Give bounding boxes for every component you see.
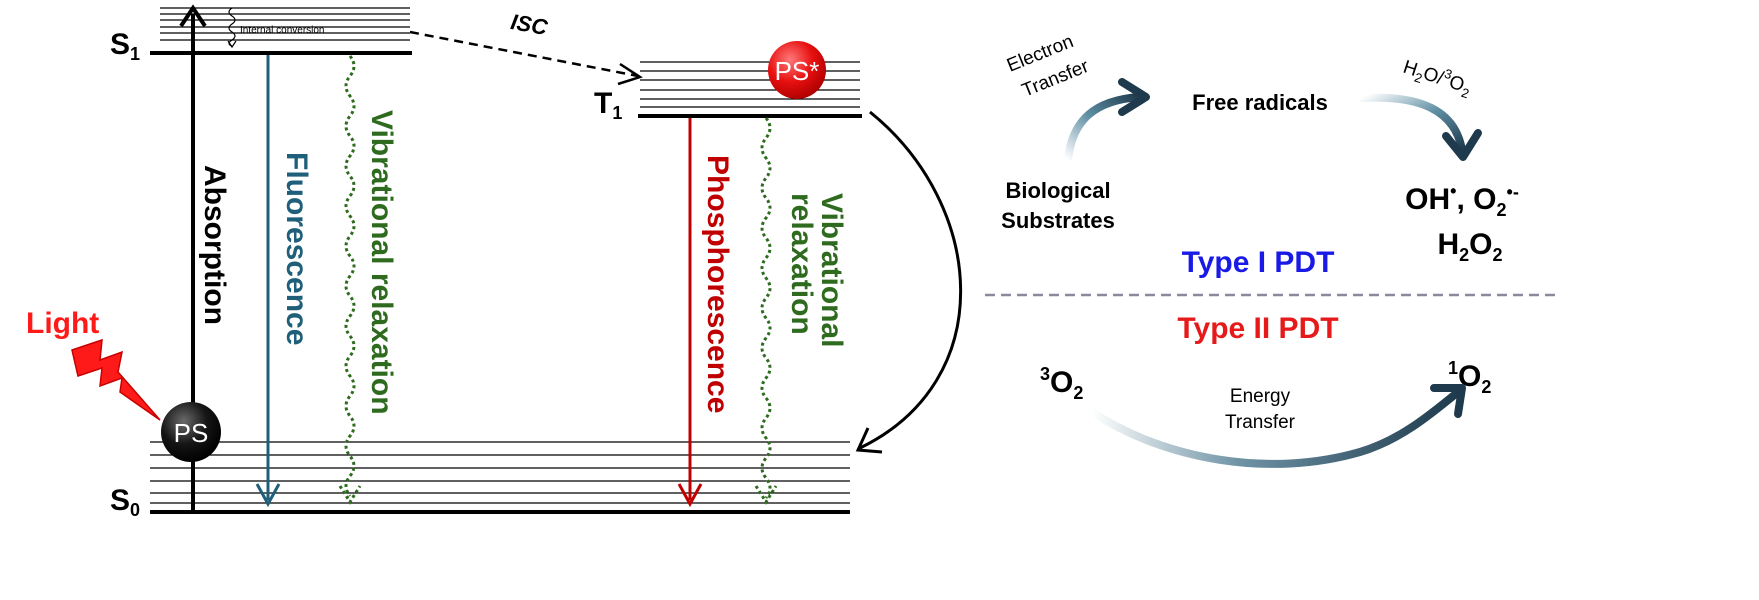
phosphorescence-arrowhead xyxy=(677,483,703,508)
internal-conversion-squiggle xyxy=(228,7,236,47)
s0-label: S0 xyxy=(110,484,140,520)
absorption-arrowhead xyxy=(179,4,207,28)
s0-levels xyxy=(150,441,850,504)
light-label: Light xyxy=(26,307,99,340)
vibrational-relaxation-t-wave xyxy=(760,117,772,499)
biological-substrates-line2: Substrates xyxy=(1001,208,1115,233)
free-radicals-label: Free radicals xyxy=(1192,90,1328,115)
h2o-o2-arrowhead xyxy=(1442,129,1482,161)
internal-conversion-label: Internal conversion xyxy=(240,25,325,36)
vibrational-relaxation-t-label-line1: Vibrational xyxy=(815,193,848,347)
energy-transfer-label-line2: Transfer xyxy=(1225,412,1296,433)
t1-to-s0-curved-arrow xyxy=(859,110,963,450)
energy-transfer-arrow xyxy=(1088,388,1462,468)
biological-substrates-line1: Biological xyxy=(1005,178,1110,203)
light-bolt-icon xyxy=(71,338,161,421)
vibrational-relaxation-s-label: Vibrational relaxation xyxy=(365,110,398,415)
electron-transfer-arrow xyxy=(1064,93,1144,164)
vibrational-relaxation-s-arrowhead xyxy=(338,485,362,505)
ps-ground-label: PS xyxy=(174,418,209,448)
ps-excited-label: PS* xyxy=(775,56,820,86)
h2o-o2-arrow xyxy=(1358,93,1466,154)
isc-arrowhead xyxy=(617,62,643,86)
type1-pdt-title: Type I PDT xyxy=(1182,246,1335,279)
vibrational-relaxation-s-wave xyxy=(344,55,356,497)
energy-transfer-label-line1: Energy xyxy=(1230,386,1291,407)
ros-products-line2: H2O2 xyxy=(1437,228,1502,265)
ps-excited-molecule xyxy=(768,41,826,99)
h2o-o2-label: H2O/3O2 xyxy=(1400,53,1475,101)
ros-products-line1: OH•, O2•- xyxy=(1405,181,1519,220)
fluorescence-arrowhead xyxy=(255,483,281,508)
isc-label: ISC xyxy=(509,9,551,40)
phosphorescence-label: Phosphorescence xyxy=(701,155,734,413)
t1-to-s0-arrowhead xyxy=(855,427,883,454)
t1-levels xyxy=(640,61,860,108)
t1-label: T1 xyxy=(594,87,622,123)
s1-label: S1 xyxy=(110,28,140,64)
vibrational-relaxation-t-arrowhead xyxy=(754,485,778,505)
energy-transfer-arrowhead xyxy=(1430,384,1466,418)
internal-conversion-arrowhead xyxy=(227,40,237,49)
electron-transfer-arrowhead xyxy=(1118,78,1150,116)
fluorescence-label: Fluorescence xyxy=(280,152,313,345)
absorption-label: Absorption xyxy=(198,165,231,325)
isc-arrow xyxy=(409,30,639,78)
ps-ground-molecule xyxy=(161,402,221,462)
vibrational-relaxation-t-label-line2: relaxation xyxy=(785,193,818,335)
triplet-oxygen-label: 3O2 xyxy=(1040,364,1083,403)
type2-pdt-title: Type II PDT xyxy=(1177,312,1338,345)
